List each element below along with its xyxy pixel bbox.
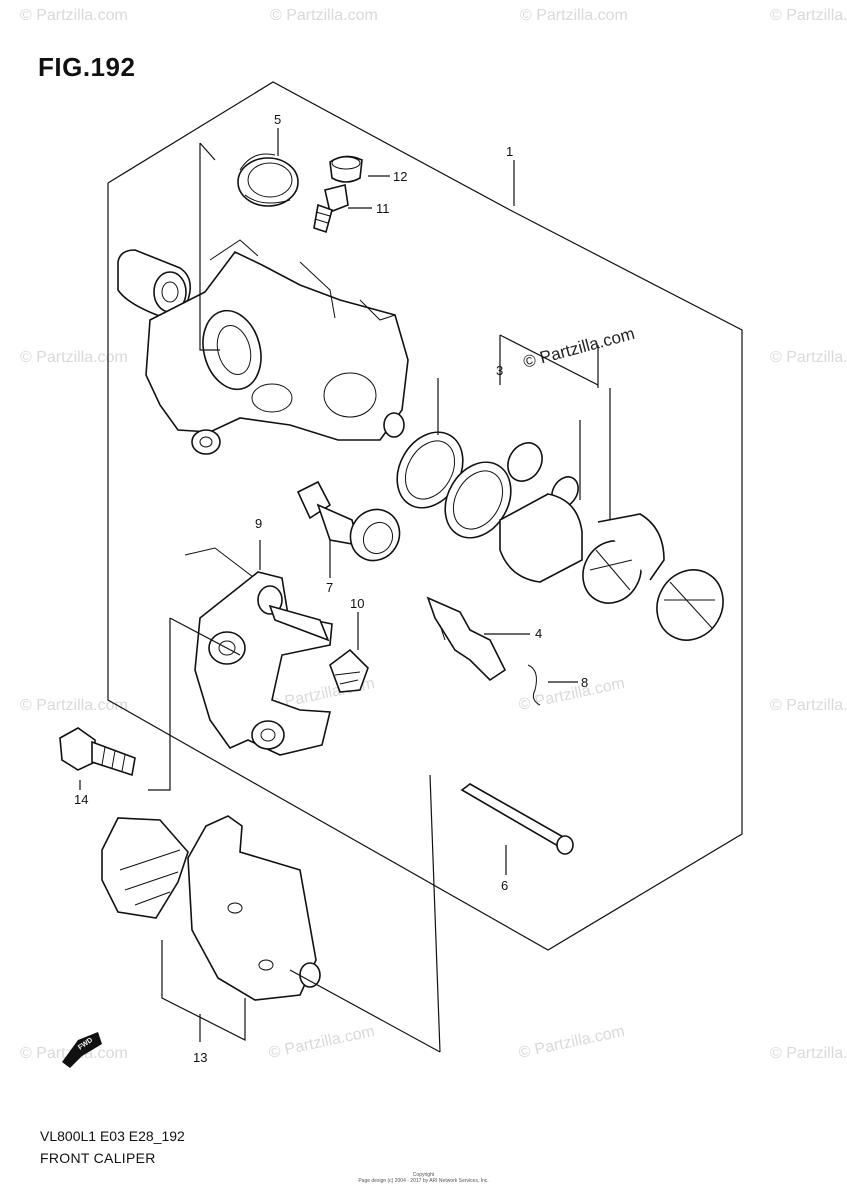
watermark-text: © Partzilla.com xyxy=(770,349,847,366)
watermark-text: © Partzilla.com xyxy=(20,697,128,714)
caliper-body xyxy=(117,239,409,455)
watermark-text: © Partzilla.com xyxy=(770,697,847,714)
callout-3: 3 xyxy=(496,363,503,378)
callout-13: 13 xyxy=(193,1050,207,1065)
callout-12: 12 xyxy=(393,169,407,184)
leader-lines xyxy=(79,128,611,1053)
watermark-text: © Partzilla.com xyxy=(520,7,628,24)
part-12-cap xyxy=(329,155,363,183)
figure-description: FRONT CALIPER xyxy=(40,1150,156,1166)
fwd-arrow-icon: FWD xyxy=(62,1032,102,1068)
callout-14: 14 xyxy=(74,792,88,807)
part-7-slide-pin xyxy=(296,480,401,562)
part-4-shim xyxy=(426,596,507,682)
part-13-brake-pads xyxy=(101,815,321,1001)
callout-1: 1 xyxy=(506,144,513,159)
copyright-line-1: Copyright xyxy=(412,1172,435,1178)
callout-5: 5 xyxy=(274,112,281,127)
callout-7: 7 xyxy=(326,580,333,595)
watermark-text: © Partzilla.com xyxy=(20,7,128,24)
pistons xyxy=(499,493,724,641)
part-11-bleeder xyxy=(313,184,349,234)
callout-10: 10 xyxy=(350,596,364,611)
callout-11: 11 xyxy=(376,201,390,216)
part-14-bolt xyxy=(59,727,136,777)
figure-title: FIG.192 xyxy=(38,52,136,82)
part-5-boot xyxy=(237,153,299,207)
watermark-main-text: © Partzilla.com xyxy=(521,324,637,372)
part-9-bracket xyxy=(184,547,333,756)
callout-9: 9 xyxy=(255,516,262,531)
part-8-clip xyxy=(527,664,541,706)
copyright-line-2: Page design (c) 2004 - 2017 by ARI Netwo… xyxy=(358,1178,489,1184)
callout-8: 8 xyxy=(581,675,588,690)
assembly-frame xyxy=(107,81,743,951)
callout-6: 6 xyxy=(501,878,508,893)
callout-4: 4 xyxy=(535,626,542,641)
part-3-piston-seals xyxy=(396,431,579,539)
watermark-text: © Partzilla.com xyxy=(267,1023,376,1062)
watermark-text: © Partzilla.com xyxy=(270,7,378,24)
model-code: VL800L1 E03 E28_192 xyxy=(40,1128,185,1144)
watermark-text: © Partzilla.com xyxy=(770,1045,847,1062)
watermark-text: © Partzilla.com xyxy=(770,7,847,24)
watermark-text: © Partzilla.com xyxy=(20,349,128,366)
copyright-footer: Copyright Page design (c) 2004 - 2017 by… xyxy=(0,1172,847,1184)
watermark-text: © Partzilla.com xyxy=(517,1023,626,1062)
callout-labels: 1 3 4 5 6 7 8 9 10 11 12 13 14 xyxy=(74,112,588,1065)
part-10-pad-spring xyxy=(329,648,369,693)
part-6-pad-pin xyxy=(460,783,574,855)
